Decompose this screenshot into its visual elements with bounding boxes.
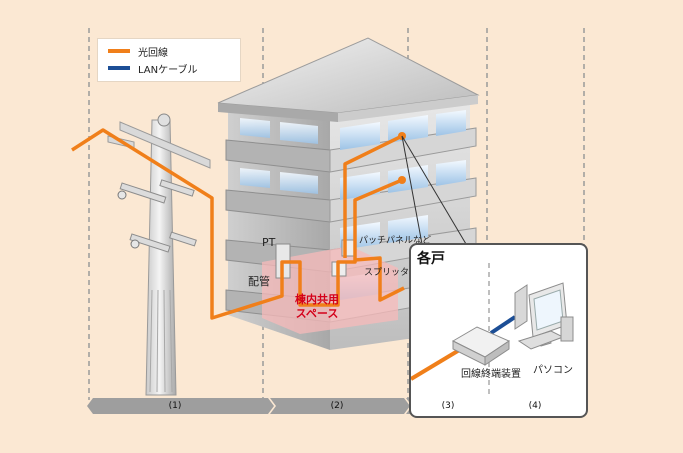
shared-space-label: 棟内共用 スペース	[282, 293, 352, 321]
unit-inset-panel: 各戸 回線終端装置 パソコン	[409, 243, 588, 418]
legend-lan-label: LANケーブル	[138, 64, 198, 76]
legend-row-lan: LANケーブル	[108, 61, 198, 76]
legend: 光回線 LANケーブル	[97, 38, 241, 82]
onu-label: 回線終端装置	[461, 369, 521, 380]
pc-label: パソコン	[533, 365, 573, 376]
building-icon	[217, 37, 480, 350]
segment-label-2: (2)	[330, 401, 344, 411]
unit-title: 各戸	[417, 251, 445, 267]
pt-label: PT	[262, 236, 276, 249]
legend-fiber-label: 光回線	[138, 47, 168, 59]
shared-space-line2: スペース	[295, 307, 339, 320]
segment-label-4: (4)	[528, 401, 542, 411]
splitter-label: スプリッタ	[364, 268, 410, 278]
legend-row-fiber: 光回線	[108, 44, 168, 59]
patch-panel-label: パッチパネルなど	[359, 236, 432, 246]
onu-device-icon	[451, 326, 511, 366]
lan-swatch	[108, 66, 130, 70]
pc-icon	[514, 282, 574, 350]
utility-pole-icon	[107, 113, 211, 396]
segment-label-1: (1)	[168, 401, 182, 411]
unit-equipment	[411, 263, 574, 395]
fiber-optic-route	[71, 128, 405, 320]
fiber-swatch	[108, 49, 130, 53]
segment-label-3: (3)	[441, 401, 455, 411]
shared-space-line1: 棟内共用	[295, 293, 339, 306]
pipe-label: 配管	[248, 275, 270, 288]
